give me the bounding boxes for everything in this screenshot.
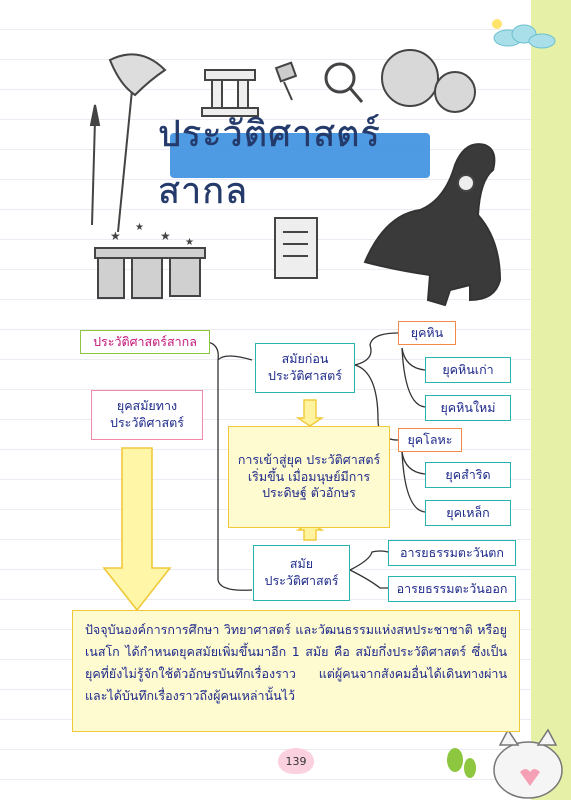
compass-icon: [457, 174, 475, 192]
spear-icon: [89, 104, 101, 226]
svg-text:★: ★: [110, 229, 121, 243]
flag-icon: [274, 61, 298, 101]
svg-text:★: ★: [160, 229, 171, 243]
summary-paragraph: ปัจจุบันองค์การการศึกษา วิทยาศาสตร์ และว…: [72, 610, 520, 732]
svg-text:★: ★: [185, 237, 194, 248]
globe-icon: [381, 49, 476, 113]
cat-icon: [493, 728, 563, 799]
iron-age-box: ยุคเหล็ก: [425, 500, 511, 526]
title-highlight: [170, 133, 430, 178]
stone-age-box: ยุคหิน: [398, 321, 456, 345]
arrow-down-icon: [102, 447, 172, 612]
historic-box: สมัย ประวัติศาสตร์: [253, 545, 350, 601]
cloud-icon: [493, 24, 556, 49]
mindmap-root: ประวัติศาสตร์สากล: [80, 330, 210, 354]
scroll-icon: [274, 217, 318, 279]
western-civ-box: อารยธรรมตะวันตก: [388, 540, 516, 566]
eastern-civ-box: อารยธรรมตะวันออก: [388, 576, 516, 602]
era-label-box: ยุคสมัยทาง ประวัติศาสตร์: [91, 390, 203, 440]
axe-icon: [108, 53, 167, 233]
svg-text:★: ★: [135, 222, 144, 233]
magnifier-icon: [324, 62, 364, 103]
star-icon: ★ ★ ★ ★: [110, 222, 194, 248]
side-band: [531, 0, 571, 800]
column-icon: [201, 69, 259, 117]
page-number: 139: [278, 748, 314, 774]
sun-icon: [492, 19, 502, 29]
transition-box: การเข้าสู่ยุค ประวัติศาสตร์เริ่มขึ้น เมื…: [228, 426, 390, 528]
new-stone-age-box: ยุคหินใหม่: [425, 395, 511, 421]
metal-age-box: ยุคโลหะ: [398, 428, 462, 452]
plant-icon: [447, 748, 476, 778]
stonehenge-icon: [94, 247, 206, 299]
bronze-age-box: ยุคสำริด: [425, 462, 511, 488]
old-stone-age-box: ยุคหินเก่า: [425, 357, 511, 383]
prehistoric-box: สมัยก่อน ประวัติศาสตร์: [255, 343, 355, 393]
